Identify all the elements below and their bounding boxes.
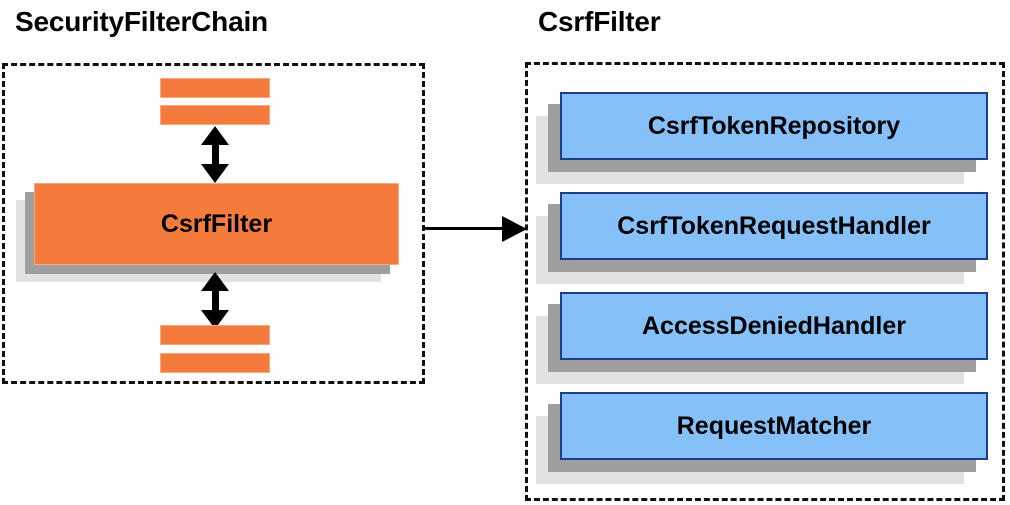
right-panel-title: CsrfFilter xyxy=(538,6,661,37)
bottom-arrow-stem xyxy=(211,287,219,313)
csrf-filter-detail-panel xyxy=(525,62,1005,501)
bottom-arrow-head-up xyxy=(201,272,229,291)
left-panel-title: SecurityFilterChain xyxy=(15,6,268,37)
top-arrow-head-up xyxy=(201,126,229,145)
expansion-arrow-head xyxy=(502,216,527,242)
component-box-access-denied-handler[interactable]: AccessDeniedHandler xyxy=(560,292,988,360)
component-box-csrf-token-request-handler[interactable]: CsrfTokenRequestHandler xyxy=(560,192,988,260)
filter-bar-top-2 xyxy=(160,105,270,125)
component-box-csrf-token-repository[interactable]: CsrfTokenRepository xyxy=(560,92,988,160)
filter-bar-bottom-2 xyxy=(160,353,270,373)
filter-bar-bottom-1 xyxy=(160,325,270,345)
component-box-request-matcher[interactable]: RequestMatcher xyxy=(560,392,988,460)
expansion-arrow-stem xyxy=(424,227,503,230)
bottom-arrow-head-down xyxy=(201,310,229,329)
top-arrow-head-down xyxy=(201,164,229,183)
csrf-filter-box[interactable]: CsrfFilter xyxy=(34,183,399,265)
top-arrow-stem xyxy=(211,141,219,168)
filter-bar-top-1 xyxy=(160,78,270,98)
security-filter-chain-panel xyxy=(2,63,425,384)
